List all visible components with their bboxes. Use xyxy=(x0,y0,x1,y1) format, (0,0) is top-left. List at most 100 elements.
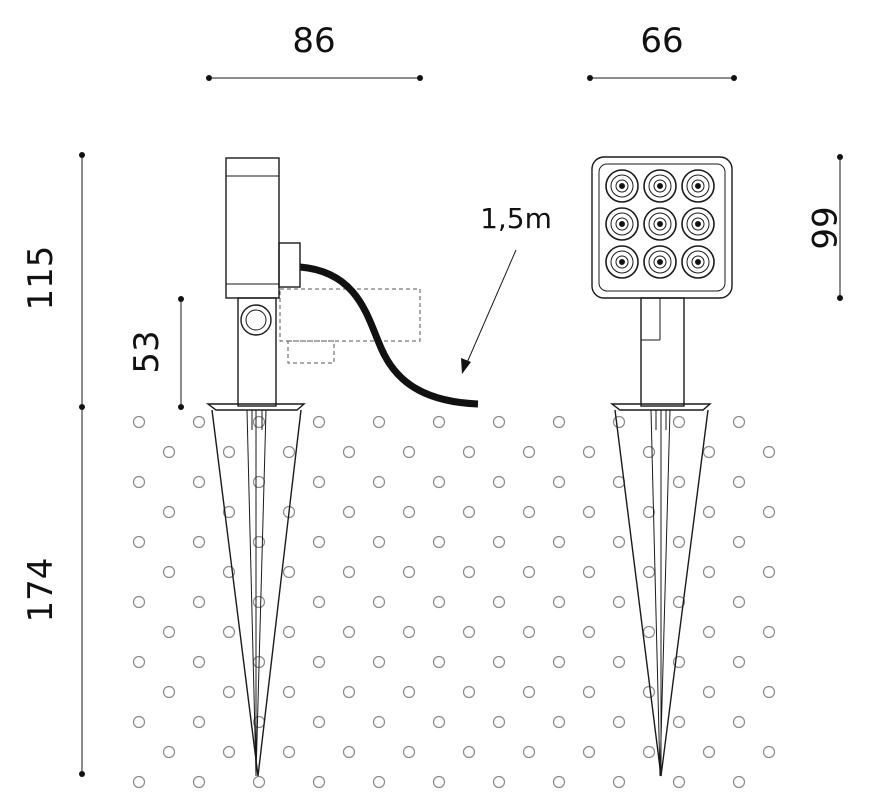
soil-dot xyxy=(672,415,686,429)
led-lens xyxy=(605,169,639,203)
soil-dot xyxy=(432,535,446,549)
soil-dot xyxy=(372,595,386,609)
soil-dot xyxy=(402,745,416,759)
soil-dot xyxy=(372,415,386,429)
soil-dot xyxy=(702,745,716,759)
soil-dot xyxy=(582,445,596,459)
label-side-width: 86 xyxy=(292,21,335,61)
soil-dot xyxy=(462,445,476,459)
knuckle xyxy=(240,304,272,336)
soil-dot xyxy=(192,415,206,429)
soil-dot xyxy=(312,595,326,609)
spike-plate xyxy=(205,403,306,411)
soil-dot xyxy=(672,775,686,789)
soil-dot xyxy=(522,745,536,759)
soil-dot xyxy=(552,535,566,549)
soil-dot xyxy=(162,745,176,759)
soil-dot xyxy=(492,715,506,729)
soil-dot xyxy=(672,535,686,549)
soil-dot xyxy=(252,415,266,429)
soil-dot xyxy=(522,565,536,579)
soil-dot xyxy=(492,475,506,489)
soil-dot xyxy=(582,625,596,639)
dashed-box-outline xyxy=(287,340,335,364)
soil-dot xyxy=(732,475,746,489)
soil-dot xyxy=(492,595,506,609)
soil-dot xyxy=(282,625,296,639)
soil-dot xyxy=(162,565,176,579)
soil-dot xyxy=(162,445,176,459)
head-housing xyxy=(225,157,280,299)
soil-dot xyxy=(732,535,746,549)
soil-dot xyxy=(432,475,446,489)
soil-dot xyxy=(522,685,536,699)
soil-dot xyxy=(222,745,236,759)
soil-dot xyxy=(252,475,266,489)
soil-dot xyxy=(342,745,356,759)
soil-dot xyxy=(462,565,476,579)
soil-dot xyxy=(762,565,776,579)
soil-dot xyxy=(222,685,236,699)
cable-length-annotation: 1,5m xyxy=(461,202,552,374)
led-lens xyxy=(643,207,677,241)
cable xyxy=(299,263,479,408)
soil-dot xyxy=(432,595,446,609)
soil-dot xyxy=(372,715,386,729)
soil-dot xyxy=(132,775,146,789)
soil-dot xyxy=(672,655,686,669)
soil-dot xyxy=(342,625,356,639)
soil-dot xyxy=(612,655,626,669)
soil-dot xyxy=(612,415,626,429)
soil-dot xyxy=(372,655,386,669)
soil-dot xyxy=(282,745,296,759)
led-lens xyxy=(605,245,639,279)
dim-front-height: 66 xyxy=(803,154,843,301)
soil-dot xyxy=(402,565,416,579)
soil-dot xyxy=(252,595,266,609)
soil-dot xyxy=(462,625,476,639)
soil-dot xyxy=(432,415,446,429)
soil-dot xyxy=(732,415,746,429)
soil-dot xyxy=(402,625,416,639)
soil-dot xyxy=(612,535,626,549)
soil-dot xyxy=(132,655,146,669)
soil-dot xyxy=(342,505,356,519)
cable-gland xyxy=(278,242,301,288)
soil-dot xyxy=(672,595,686,609)
soil-dot xyxy=(762,685,776,699)
soil-dot xyxy=(732,775,746,789)
label-spike-length: 174 xyxy=(21,558,61,623)
soil-dot xyxy=(672,715,686,729)
soil-dot xyxy=(462,505,476,519)
soil-dot xyxy=(312,775,326,789)
soil-dot xyxy=(642,445,656,459)
soil-dot xyxy=(432,715,446,729)
soil-dot xyxy=(552,715,566,729)
led-lens xyxy=(681,207,715,241)
soil-dot xyxy=(402,505,416,519)
soil-pattern xyxy=(132,415,776,789)
soil-dot xyxy=(582,685,596,699)
soil-dot xyxy=(222,445,236,459)
soil-dot xyxy=(642,565,656,579)
soil-dot xyxy=(702,565,716,579)
soil-dot xyxy=(642,625,656,639)
front-housing-outer xyxy=(591,156,733,299)
front-view-fixture xyxy=(591,156,733,777)
soil-dot xyxy=(492,415,506,429)
soil-dot xyxy=(612,715,626,729)
soil-dot xyxy=(312,715,326,729)
dim-front-width: 66 xyxy=(587,21,737,81)
soil-dot xyxy=(372,475,386,489)
soil-dot xyxy=(612,595,626,609)
led-grid xyxy=(605,169,715,279)
dim-total-above: 115 xyxy=(21,152,85,410)
soil-dot xyxy=(582,505,596,519)
soil-dot xyxy=(132,535,146,549)
soil-dot xyxy=(462,685,476,699)
soil-dot xyxy=(552,655,566,669)
soil-dot xyxy=(732,595,746,609)
label-cable-length: 1,5m xyxy=(480,202,552,235)
soil-dot xyxy=(642,745,656,759)
